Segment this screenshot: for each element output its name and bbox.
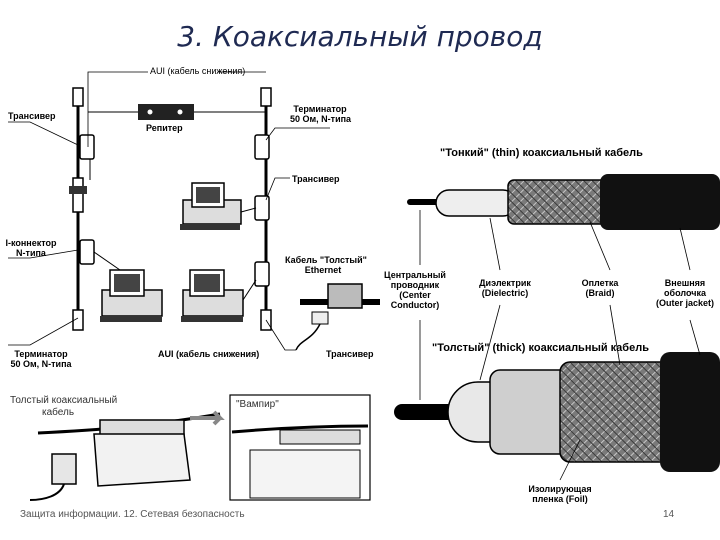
aui-bottom-label: AUI (кабель снижения)	[158, 349, 260, 359]
i-connector-line2: N-типа	[16, 248, 46, 258]
thick-coax-label: Толстый коаксиальный кабель	[10, 395, 117, 419]
foil-line1: Изолирующая	[528, 484, 592, 494]
braid-line2: (Braid)	[585, 288, 615, 298]
center-line1: Центральный	[384, 270, 446, 280]
computer-2	[93, 251, 163, 322]
center-line2: проводник	[390, 280, 440, 290]
terminator-bottom-line1: Терминатор	[14, 349, 68, 359]
left-transceiver-middle	[79, 239, 95, 265]
dielectric-line2: (Dielectric)	[481, 288, 529, 298]
dielectric-line1: Диэлектрик	[479, 278, 531, 288]
center-conductor-label: Центральный проводник (Center Conductor)	[380, 270, 450, 310]
outer-line3: (Outer jacket)	[655, 298, 715, 308]
transceiver-right-label: Трансивер	[292, 174, 340, 184]
thick-cable-line1: Кабель "Толстый"	[285, 255, 367, 265]
vampire-label: "Вампир"	[236, 399, 279, 410]
center-line4: Conductor)	[390, 300, 440, 310]
terminator-top-label: Терминатор 50 Ом, N-типа	[290, 104, 352, 124]
outer-jacket-label: Внешняя оболочка (Outer jacket)	[652, 278, 718, 308]
computer-1	[180, 182, 257, 230]
terminator-bottom-line2: 50 Ом, N-типа	[10, 359, 72, 369]
thick-cable-label: Кабель "Толстый" Ethernet	[285, 255, 367, 275]
right-transceiver-2	[254, 195, 270, 221]
terminator-top-line1: Терминатор	[293, 104, 347, 114]
terminator-bottom-label: Терминатор 50 Ом, N-типа	[8, 349, 74, 369]
outer-line1: Внешняя	[664, 278, 706, 288]
right-transceiver-1	[254, 134, 270, 160]
braid-label: Оплетка (Braid)	[570, 278, 630, 298]
braid-line1: Оплетка	[581, 278, 619, 288]
computer-3	[181, 269, 257, 322]
outer-line2: оболочка	[664, 288, 706, 298]
cable-label-leaders	[419, 210, 701, 481]
left-transceiver-top	[79, 134, 95, 180]
transceiver-bottom-label: Трансивер	[326, 349, 374, 359]
left-backbone-cable	[69, 87, 87, 331]
foil-line2: пленка (Foil)	[532, 494, 588, 504]
repeater-label: Репитер	[146, 123, 183, 133]
vampire-tap-illustration	[29, 410, 225, 501]
dielectric-label: Диэлектрик (Dielectric)	[470, 278, 540, 298]
i-connector-label: I-коннектор N-типа	[2, 238, 60, 258]
thick-coax-line2: кабель	[42, 407, 75, 418]
terminator-top-line2: 50 Ом, N-типа	[290, 114, 352, 124]
page-number: 14	[663, 509, 675, 520]
thick-cable-line2: Ethernet	[304, 265, 342, 275]
footer-text: Защита информации. 12. Сетевая безопасно…	[20, 509, 245, 520]
transceiver-left-label: Трансивер	[8, 111, 56, 121]
foil-label: Изолирующая пленка (Foil)	[520, 484, 600, 504]
page-title: 3. Коаксиальный провод	[177, 20, 543, 53]
aui-top-label: AUI (кабель снижения)	[150, 66, 246, 76]
thick-cable-header: "Толстый" (thick) коаксиальный кабель	[432, 342, 649, 354]
repeater-device	[88, 104, 266, 120]
thick-coax-line1: Толстый коаксиальный	[10, 395, 118, 406]
i-connector-line1: I-коннектор	[5, 238, 57, 248]
thick-ethernet-transceiver	[295, 283, 380, 351]
vampire-closeup	[229, 394, 371, 501]
thin-coax-cable	[407, 174, 720, 230]
right-transceiver-3	[254, 261, 270, 287]
thick-coax-cable	[394, 352, 720, 472]
center-line3: (Center	[399, 290, 431, 300]
thin-cable-header: "Тонкий" (thin) коаксиальный кабель	[440, 147, 643, 159]
